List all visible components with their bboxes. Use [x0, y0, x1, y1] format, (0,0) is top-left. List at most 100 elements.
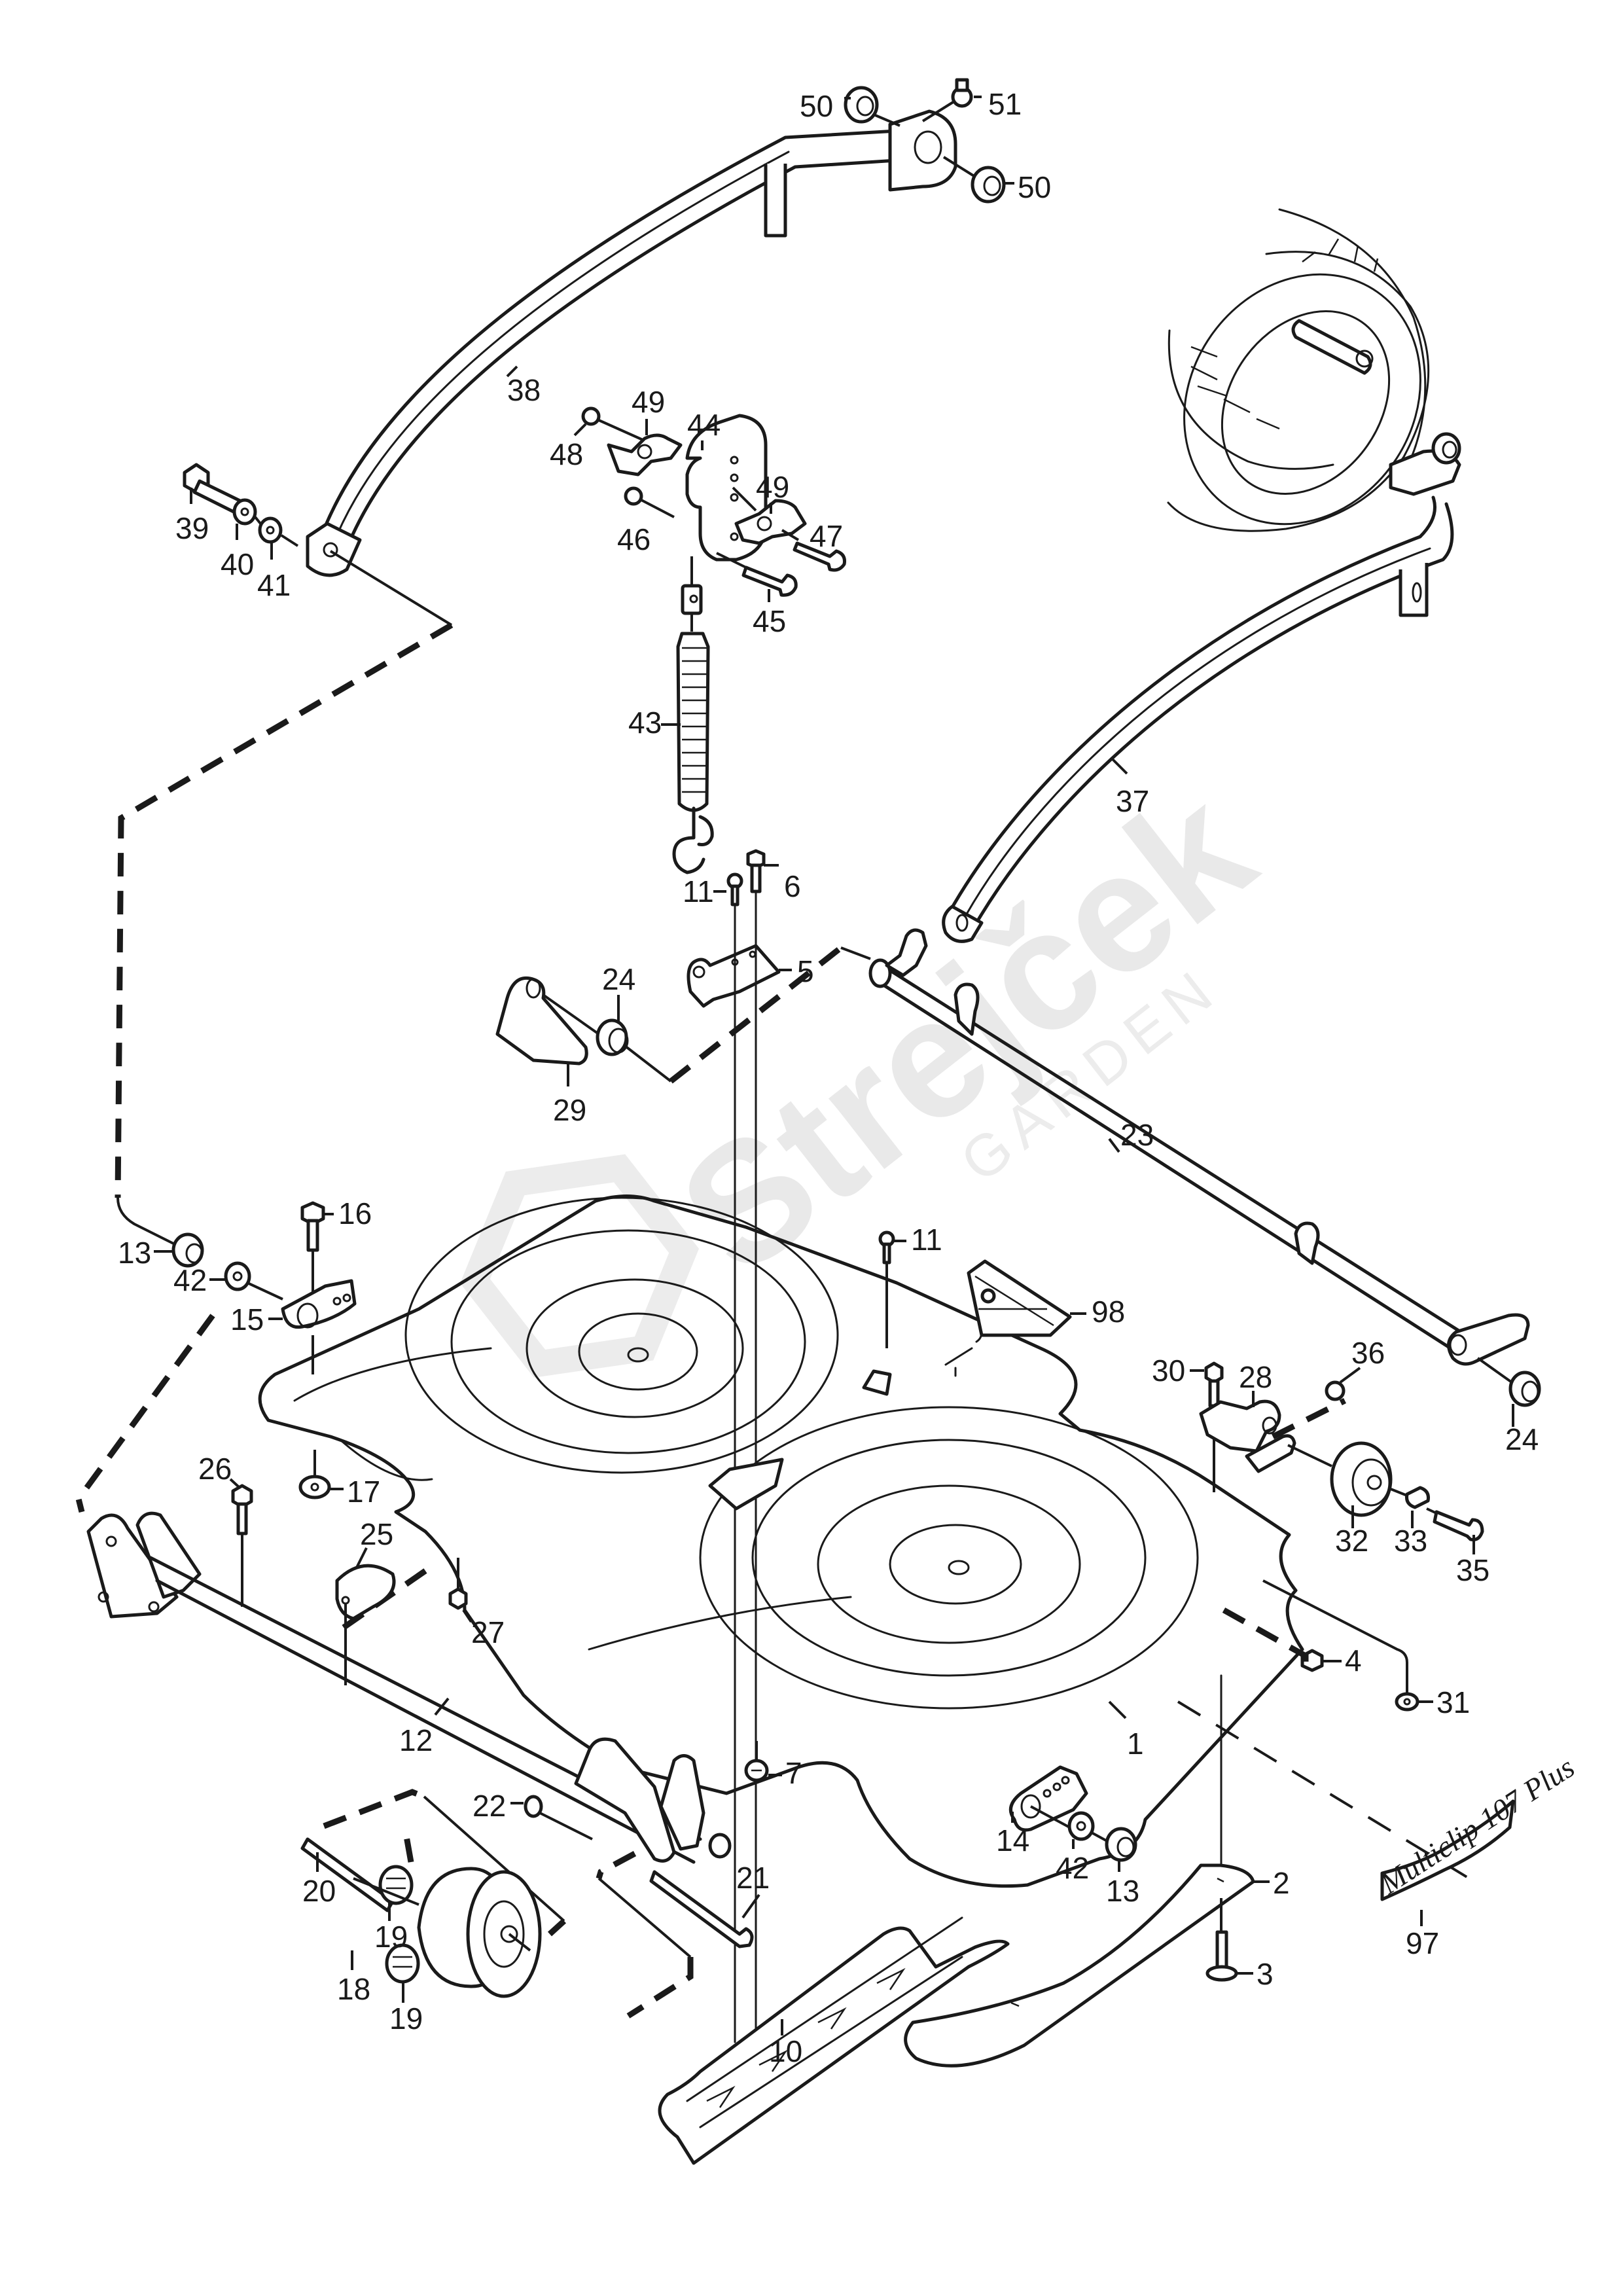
part-29-bearing-bracket[interactable]	[495, 976, 588, 1086]
label-42[interactable]: 42	[173, 1263, 207, 1297]
part-43-tension-spring[interactable]	[672, 556, 714, 874]
label-98[interactable]: 98	[1092, 1295, 1125, 1329]
part-37-right-lift-arm[interactable]	[942, 432, 1461, 943]
label-3[interactable]: 3	[1257, 1957, 1274, 1991]
label-21[interactable]: 21	[736, 1861, 770, 1895]
label-13[interactable]: 13	[1106, 1874, 1139, 1908]
label-19[interactable]: 19	[389, 2001, 423, 2036]
label-48[interactable]: 48	[550, 437, 583, 471]
label-11[interactable]: 11	[683, 874, 714, 908]
label-40[interactable]: 40	[221, 547, 254, 581]
label-1[interactable]: 1	[1127, 1727, 1144, 1761]
label-4[interactable]: 4	[1345, 1643, 1362, 1677]
label-25[interactable]: 25	[360, 1517, 393, 1551]
part-97-model-decal[interactable]: Multiclip 107 Plus	[1374, 1750, 1580, 1926]
label-47[interactable]: 47	[810, 519, 843, 553]
label-29[interactable]: 29	[553, 1093, 586, 1127]
part-47-bolt[interactable]	[781, 529, 846, 572]
label-10[interactable]: 10	[769, 2034, 802, 2068]
part-32-guide-roller[interactable]	[1287, 1441, 1393, 1528]
label-39[interactable]: 39	[175, 511, 209, 545]
part-38-left-lift-arm[interactable]	[306, 109, 957, 577]
label-33[interactable]: 33	[1394, 1524, 1427, 1558]
part-22-washer[interactable]	[510, 1795, 593, 1840]
part-24-bushing-a[interactable]	[542, 994, 672, 1083]
label-27[interactable]: 27	[471, 1615, 505, 1649]
part-27-flange-nut[interactable]	[448, 1558, 473, 1623]
label-17[interactable]: 17	[347, 1475, 380, 1509]
label-50[interactable]: 50	[800, 89, 833, 123]
part-11-screw-a[interactable]	[713, 872, 743, 906]
part-6-flange-bolt[interactable]	[746, 849, 779, 893]
part-11-screw-b[interactable]	[878, 1230, 906, 1348]
part-12-rear-axle-bracket[interactable]	[86, 1511, 732, 1864]
label-37[interactable]: 37	[1116, 784, 1149, 818]
label-38[interactable]: 38	[507, 373, 541, 407]
label-6[interactable]: 6	[784, 869, 801, 903]
part-42-washer-b[interactable]	[1067, 1811, 1107, 1849]
part-1-deck-housing[interactable]	[258, 1194, 1304, 1888]
part-25-clamp[interactable]	[335, 1547, 396, 1685]
label-26[interactable]: 26	[198, 1452, 232, 1486]
label-49[interactable]: 49	[756, 470, 789, 504]
label-41[interactable]: 41	[257, 568, 291, 602]
label-50[interactable]: 50	[1018, 170, 1051, 204]
part-19-wheel-bearing-b[interactable]	[385, 1943, 420, 2003]
part-17-flange-nut[interactable]	[298, 1450, 344, 1499]
wheel-assembly[interactable]	[1136, 208, 1469, 570]
label-2[interactable]: 2	[1273, 1866, 1290, 1900]
label-5[interactable]: 5	[797, 954, 814, 988]
label-46[interactable]: 46	[617, 522, 651, 556]
label-30[interactable]: 30	[1152, 1354, 1185, 1388]
label-32[interactable]: 32	[1335, 1524, 1368, 1558]
part-10-rear-skid-plate[interactable]	[658, 1916, 1010, 2165]
part-13-bushing-b[interactable]	[1105, 1827, 1137, 1872]
part-98-warning-decal[interactable]	[944, 1259, 1086, 1377]
label-24[interactable]: 24	[1505, 1422, 1539, 1456]
part-28-roller-bracket[interactable]	[1199, 1391, 1296, 1473]
label-24[interactable]: 24	[602, 962, 635, 996]
label-22[interactable]: 22	[473, 1789, 506, 1823]
part-40-washer[interactable]	[232, 498, 257, 526]
part-31-flange-nut[interactable]	[1262, 1579, 1433, 1712]
label-44[interactable]: 44	[687, 408, 721, 442]
label-31[interactable]: 31	[1436, 1685, 1470, 1719]
part-45-bolt[interactable]	[716, 552, 798, 597]
label-20[interactable]: 20	[302, 1874, 336, 1908]
label-11[interactable]: 11	[911, 1223, 942, 1257]
label-42[interactable]: 42	[1056, 1851, 1089, 1885]
part-26-flange-bolt[interactable]	[229, 1478, 253, 1607]
label-12[interactable]: 12	[399, 1723, 433, 1757]
part-13-bushing-a[interactable]	[154, 1232, 204, 1268]
label-16[interactable]: 16	[338, 1196, 372, 1230]
part-49-wing-knob-a[interactable]	[607, 433, 683, 476]
part-7-flange-nut[interactable]	[744, 1741, 782, 1782]
part-41-spacer-washer[interactable]	[258, 516, 283, 544]
label-51[interactable]: 51	[988, 87, 1022, 121]
part-50-bushing-a[interactable]	[844, 86, 901, 127]
part-18-roller-wheel[interactable]	[351, 1867, 542, 1998]
part-46-lock-nut[interactable]	[624, 486, 675, 518]
label-45[interactable]: 45	[753, 604, 786, 638]
part-35-bolt[interactable]	[1426, 1507, 1484, 1554]
part-51-grease-nipple[interactable]	[921, 78, 973, 122]
label-15[interactable]: 15	[230, 1302, 264, 1336]
label-43[interactable]: 43	[628, 706, 662, 740]
part-19-wheel-bearing-a[interactable]	[378, 1865, 414, 1921]
label-28[interactable]: 28	[1239, 1360, 1272, 1394]
part-36-nut[interactable]	[1325, 1367, 1361, 1401]
label-23[interactable]: 23	[1120, 1118, 1154, 1152]
label-14[interactable]: 14	[996, 1823, 1029, 1857]
part-16-flange-bolt[interactable]	[300, 1201, 334, 1293]
part-2-front-skid-plate[interactable]	[904, 1863, 1270, 2068]
part-33-spacer[interactable]	[1390, 1486, 1430, 1528]
part-50-bushing-b[interactable]	[942, 156, 1006, 204]
part-14-pivot-bracket[interactable]	[1008, 1765, 1088, 1832]
part-42-washer-a[interactable]	[209, 1261, 283, 1300]
part-3-carriage-bolt[interactable]	[1205, 1898, 1253, 1982]
part-20-wheel-axle[interactable]	[300, 1837, 395, 1912]
label-97[interactable]: 97	[1406, 1926, 1439, 1960]
label-49[interactable]: 49	[632, 385, 665, 419]
part-21-axle-pin[interactable]	[649, 1870, 760, 1948]
part-23-front-lift-rod[interactable]	[868, 928, 1530, 1366]
